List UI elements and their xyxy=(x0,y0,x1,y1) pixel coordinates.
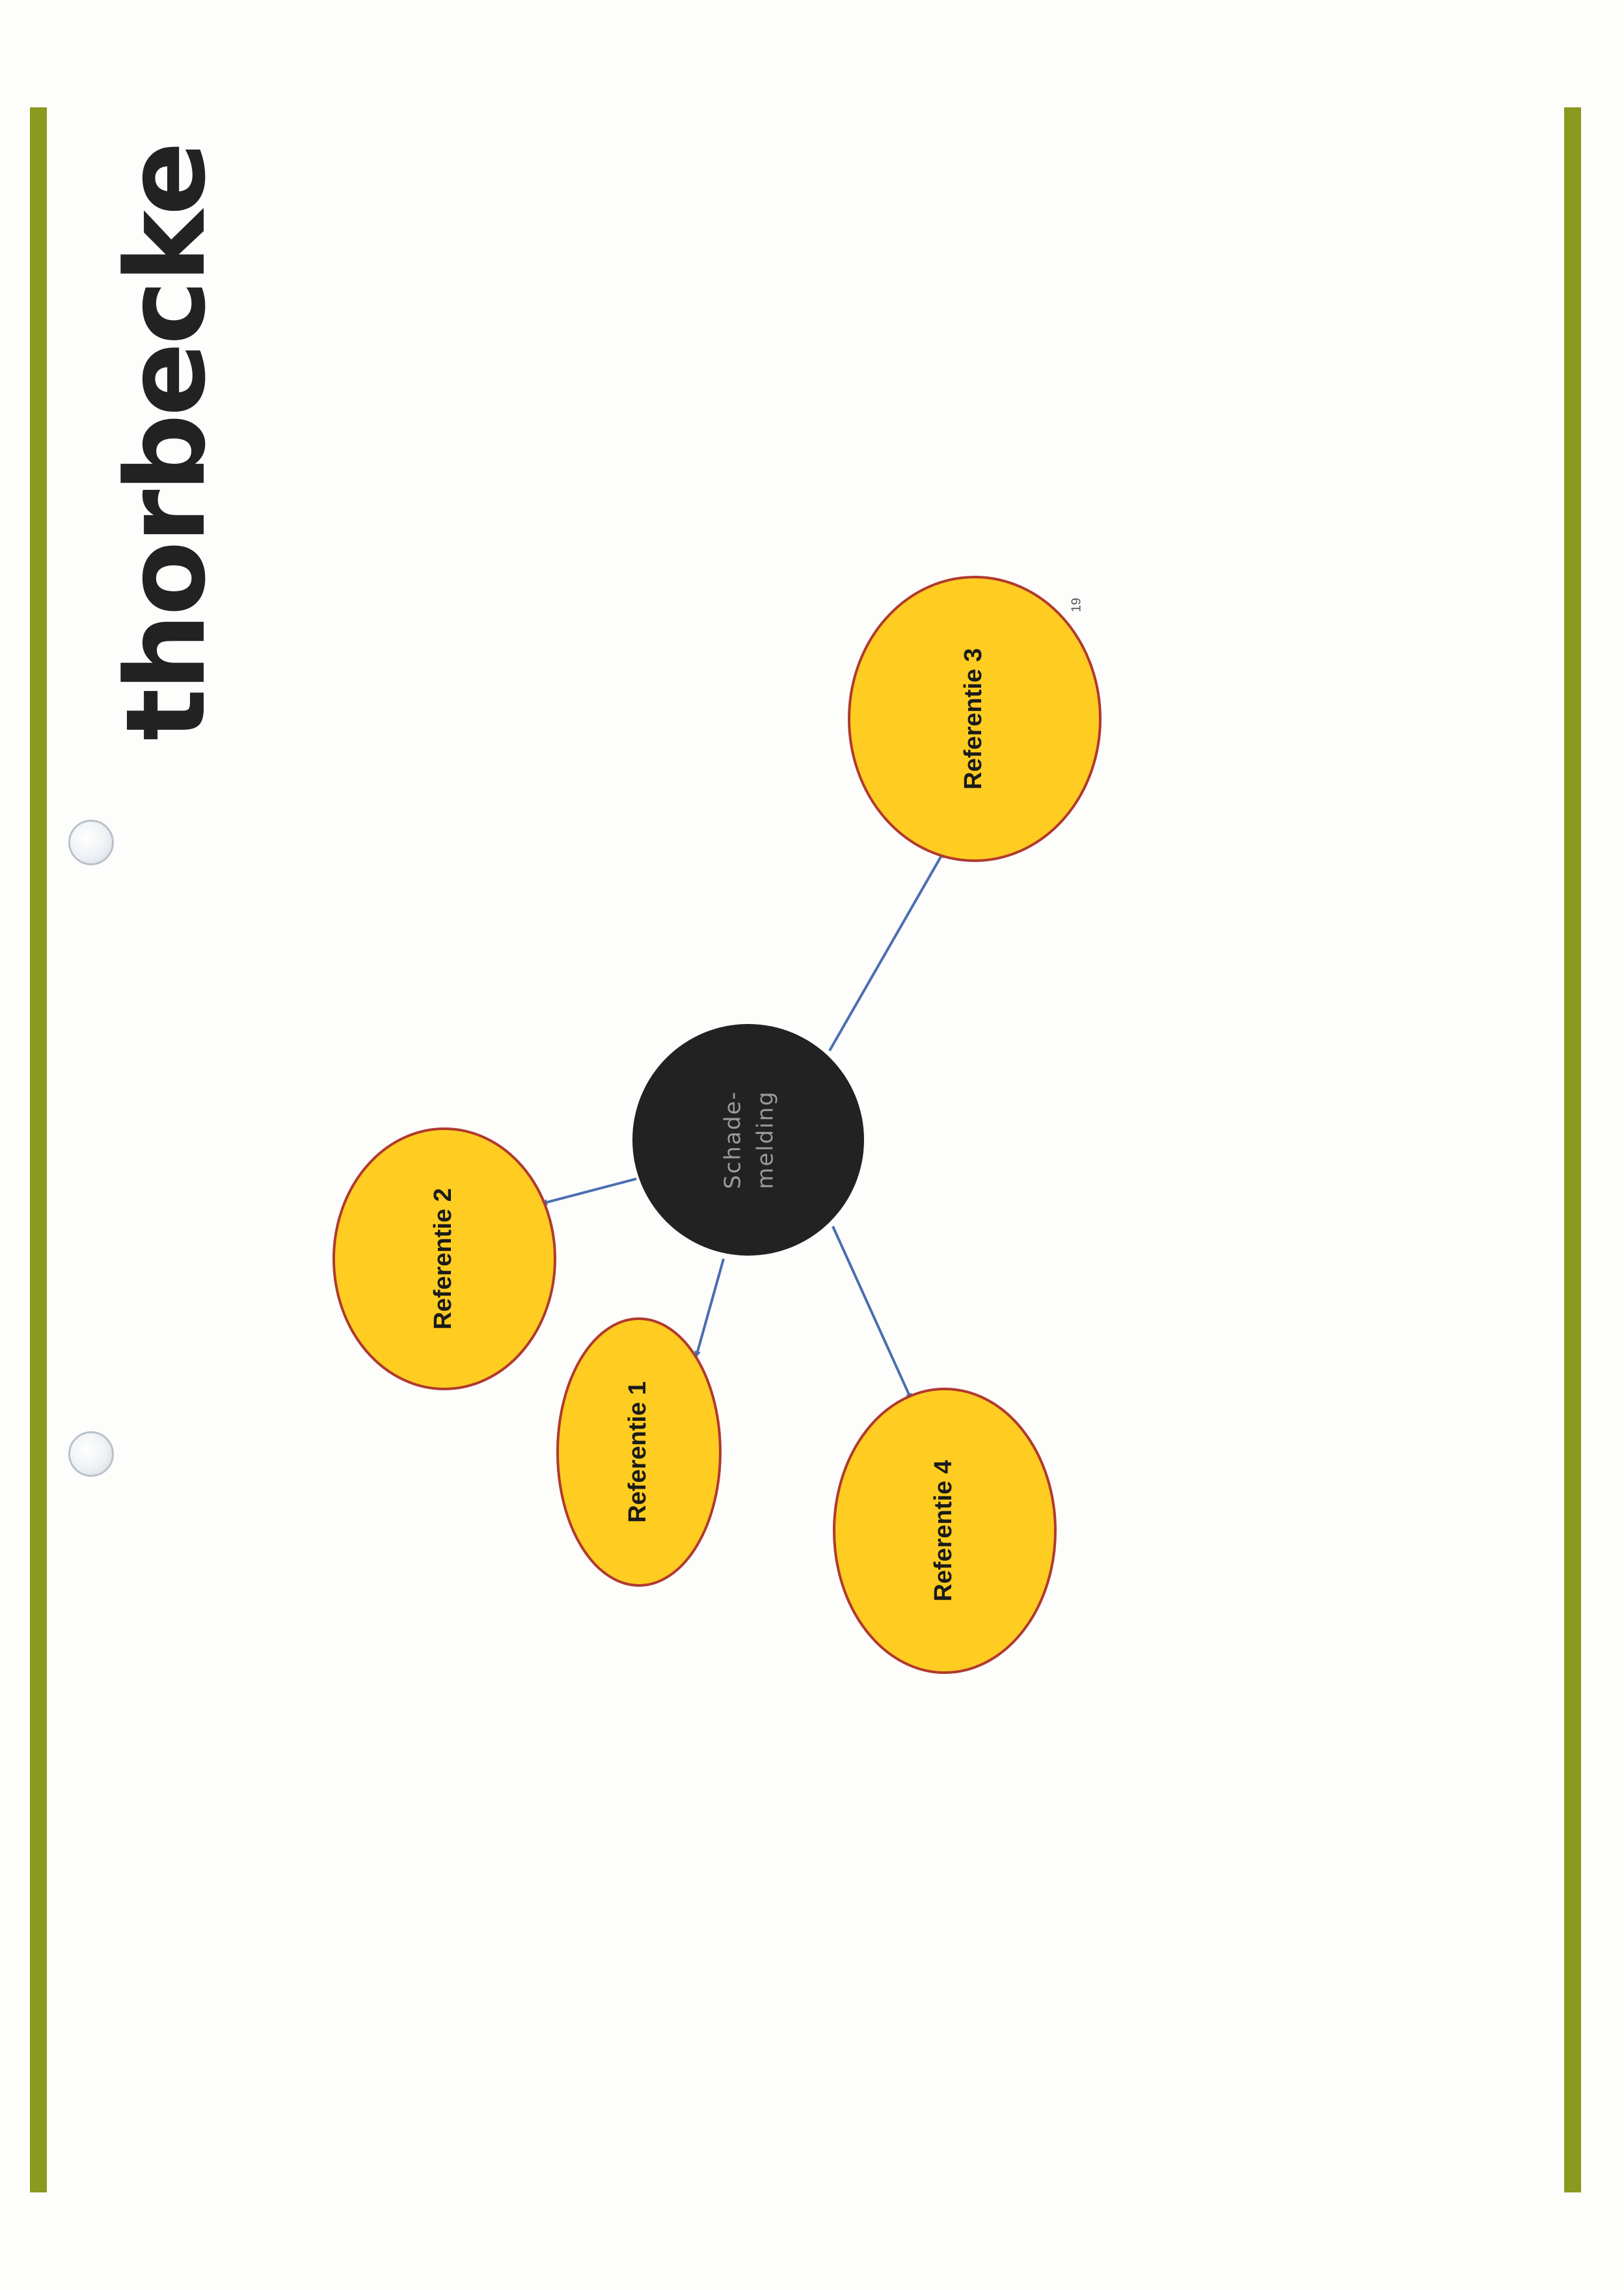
left-accent-bar xyxy=(30,107,47,2192)
schademelding-center-node: Schade- melding xyxy=(632,1024,864,1256)
referentie-2-node: Referentie 2 xyxy=(332,1127,556,1390)
referentie-1-label: Referentie 1 xyxy=(624,1381,651,1523)
referentie-4-label: Referentie 4 xyxy=(930,1460,957,1602)
referentie-2-label: Referentie 2 xyxy=(429,1188,457,1330)
referentie-3-label: Referentie 3 xyxy=(960,648,987,790)
connector-to-referentie-2 xyxy=(541,1178,637,1206)
referentie-3-node: Referentie 3 xyxy=(848,576,1102,862)
center-label-line-2: melding xyxy=(753,1090,779,1189)
page-mark: 19 xyxy=(1069,598,1083,612)
right-accent-bar xyxy=(1564,107,1581,2192)
punch-hole xyxy=(68,1431,114,1477)
referentie-1-node: Referentie 1 xyxy=(556,1317,722,1587)
center-label-line-1: Schade- xyxy=(720,1090,746,1189)
connector-to-referentie-3 xyxy=(828,851,945,1051)
connector-to-referentie-1 xyxy=(694,1258,725,1358)
connector-to-referentie-4 xyxy=(832,1226,912,1400)
referentie-4-node: Referentie 4 xyxy=(833,1388,1057,1674)
punch-hole xyxy=(68,820,114,865)
